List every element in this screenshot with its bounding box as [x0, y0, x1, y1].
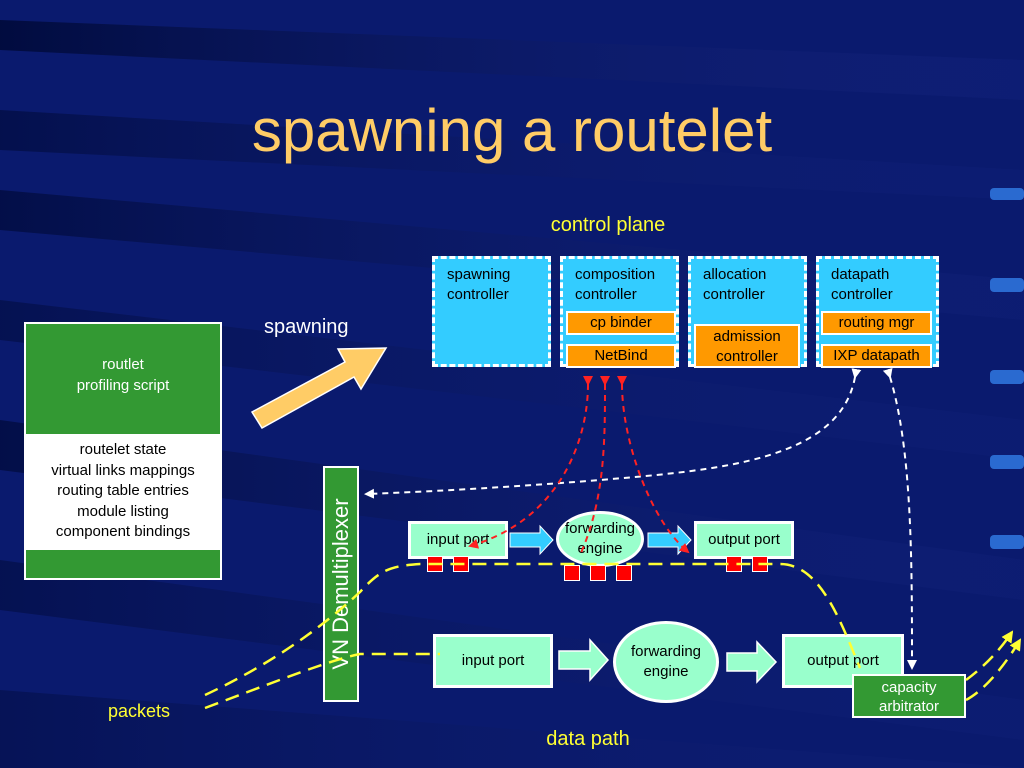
list-item: routing table entries — [57, 482, 189, 499]
routelet-forwarding-engine[interactable]: forwarding engine — [556, 511, 644, 567]
profile-header: profiling script — [76, 377, 170, 394]
admission-controller[interactable]: admission controller — [694, 324, 800, 368]
engine-label: forwarding — [630, 643, 702, 660]
controller-name: datapath — [831, 266, 890, 283]
spawning-controller[interactable]: spawning controller — [432, 256, 551, 367]
packets-label: packets — [108, 701, 171, 721]
engine-label: forwarding — [564, 520, 636, 537]
profile-items: routelet state virtual links mappings ro… — [26, 434, 220, 550]
netbind[interactable]: NetBind — [566, 344, 676, 368]
allocation-controller[interactable]: allocation controller admission controlle… — [688, 256, 807, 368]
routelet-output-port[interactable]: output port — [694, 521, 794, 559]
forwarding-engine[interactable]: forwarding engine — [613, 621, 719, 703]
port-marker — [752, 556, 768, 572]
vn-demultiplexer[interactable]: VN Demultiplexer — [323, 466, 359, 702]
controller-name: allocation — [703, 266, 767, 283]
engine-label: engine — [643, 663, 689, 680]
list-item: module listing — [77, 502, 169, 520]
list-item: component bindings — [55, 523, 191, 540]
spawning-label: spawning — [264, 316, 349, 338]
data-path-label: data path — [546, 728, 630, 750]
cp-binder[interactable]: cp binder — [566, 311, 676, 335]
composition-controller[interactable]: composition controller cp binder NetBind — [560, 256, 679, 368]
capacity-arbitrator[interactable]: capacity arbitrator — [852, 674, 966, 718]
input-port[interactable]: input port — [433, 634, 553, 688]
routing-mgr[interactable]: routing mgr — [821, 311, 932, 335]
arbiter-label: capacity — [881, 679, 937, 696]
control-plane-label: control plane — [550, 214, 666, 236]
port-marker — [590, 565, 606, 581]
arbiter-label: arbitrator — [878, 698, 940, 715]
port-marker — [564, 565, 580, 581]
demux-label: VN Demultiplexer — [328, 498, 353, 670]
profiling-script-panel[interactable]: routlet profiling script routelet state … — [24, 322, 222, 580]
port-marker — [453, 556, 469, 572]
controller-name: controller — [447, 286, 509, 303]
controller-name: controller — [703, 286, 765, 303]
port-marker — [726, 556, 742, 572]
page-title: spawning a routelet — [251, 97, 773, 164]
controller-name: spawning — [447, 266, 511, 283]
ixp-datapath[interactable]: IXP datapath — [821, 344, 932, 368]
list-item: routelet state — [79, 441, 167, 458]
profile-header: routlet — [102, 356, 144, 373]
datapath-controller[interactable]: datapath controller routing mgr IXP datap… — [816, 256, 939, 368]
controller-name: controller — [575, 286, 637, 303]
engine-label: engine — [577, 540, 623, 557]
controller-name: composition — [575, 266, 656, 283]
controller-name: controller — [831, 286, 893, 303]
list-item: virtual links mappings — [51, 461, 195, 479]
port-marker — [616, 565, 632, 581]
port-marker — [427, 556, 443, 572]
routelet-input-port[interactable]: input port — [408, 521, 508, 559]
